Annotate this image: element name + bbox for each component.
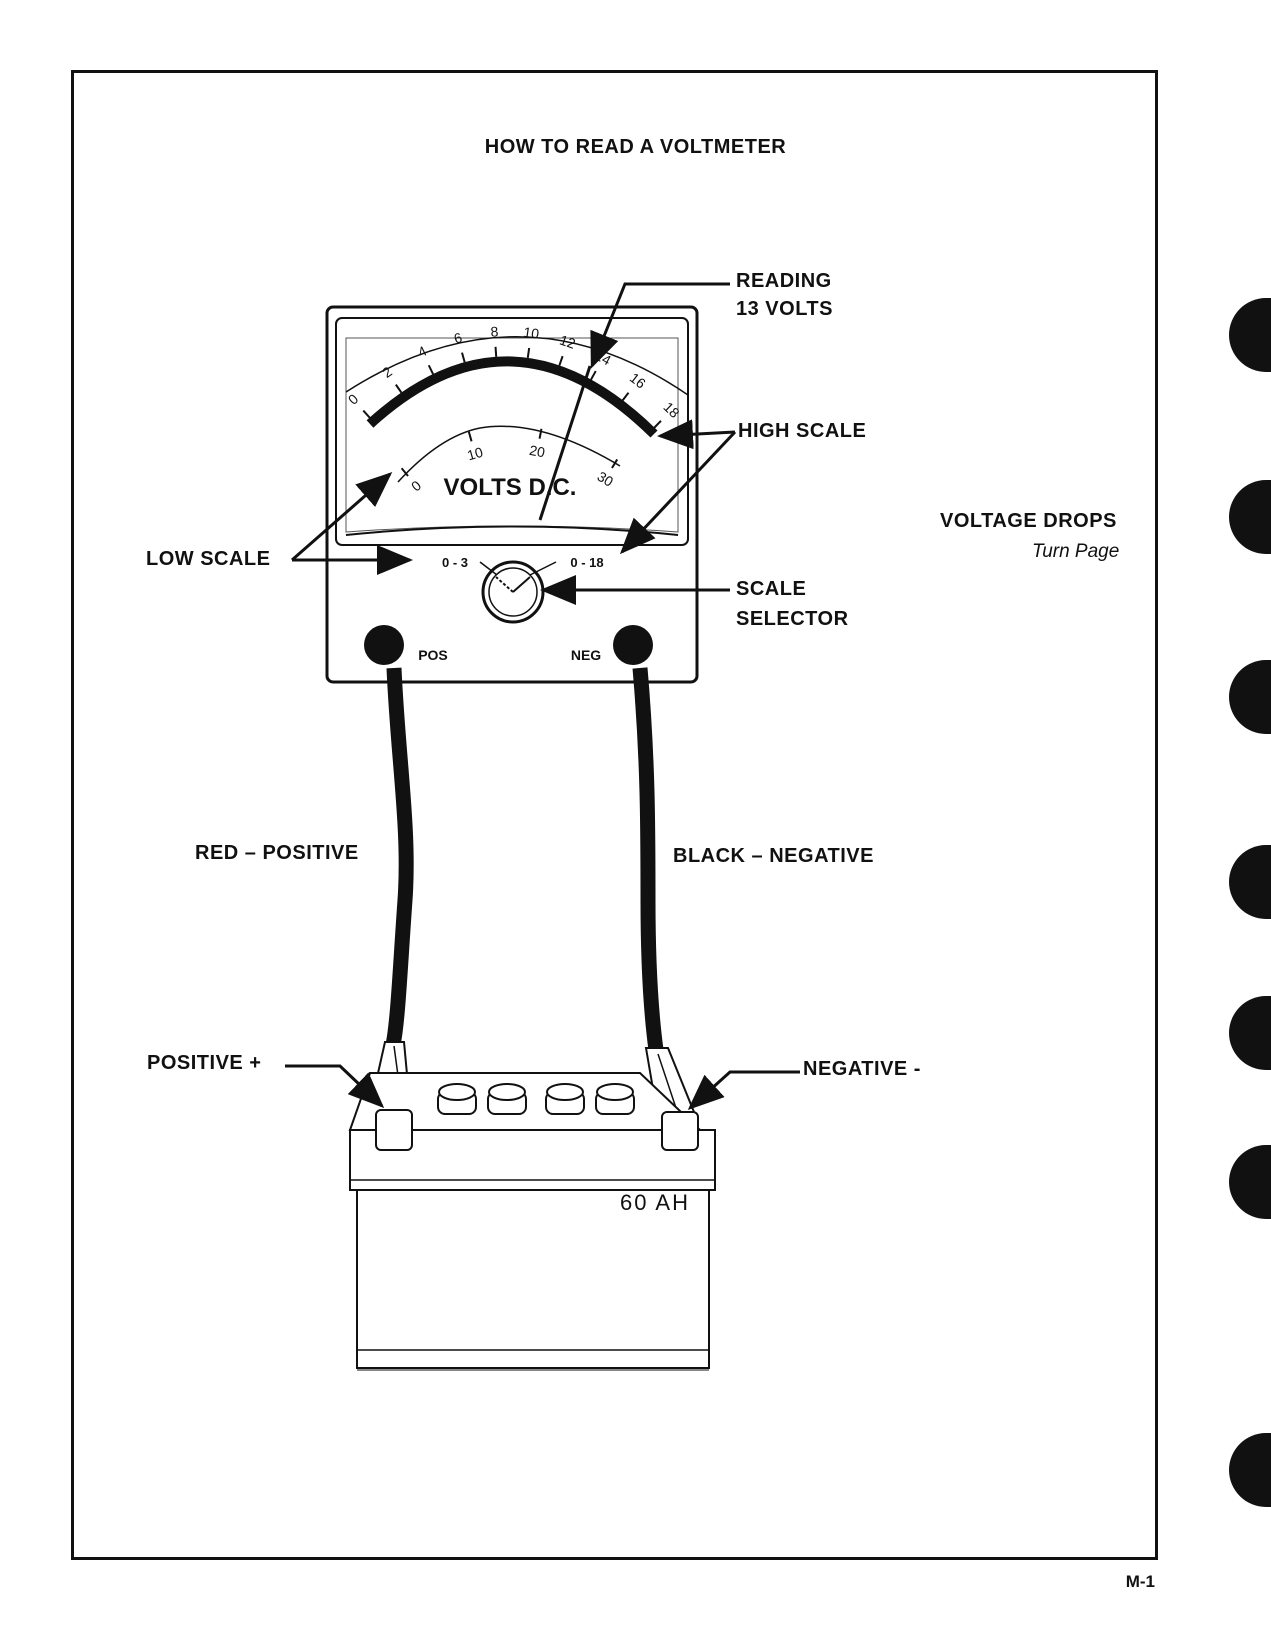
cell-cap-3 (545, 1083, 585, 1115)
high-scale-label-10: 10 (522, 324, 540, 342)
red-lead-cable (385, 667, 414, 1047)
pos-terminal[interactable] (364, 625, 404, 665)
high-scale-tick-0 (362, 409, 371, 419)
low-scale-tick-20 (538, 428, 543, 439)
cell-cap-2 (487, 1083, 527, 1115)
red-lead-label: RED – POSITIVE (195, 842, 359, 864)
low-scale-label-20: 20 (528, 442, 546, 461)
page-frame (71, 70, 1158, 1560)
battery-rating: 60 AH (620, 1190, 690, 1215)
high-scale-tick-16 (621, 392, 630, 402)
high-scale-arc (366, 356, 658, 438)
high-scale-label-8: 8 (490, 323, 499, 340)
scale-selector-label-line1: SCALE (736, 578, 807, 600)
reading-label-line2: 13 VOLTS (736, 298, 833, 320)
meter-needle (538, 365, 592, 521)
high-scale-tick-4 (427, 364, 435, 375)
low-scale-label-30: 30 (595, 468, 617, 490)
high-scale-tick-6 (461, 352, 466, 363)
low-scale-tick-30 (611, 458, 619, 469)
high-scale-label-12: 12 (558, 332, 578, 352)
low-scale-tick-0 (400, 467, 409, 477)
pos-label: POS (418, 647, 448, 663)
high-scale-label: HIGH SCALE (738, 420, 867, 442)
callout-arrows (285, 282, 800, 1111)
selector-high-label: 0 - 18 (570, 555, 603, 570)
low-scale-label-10: 10 (465, 444, 485, 464)
page-title: HOW TO READ A VOLTMETER (484, 136, 787, 158)
positive-terminal-label: POSITIVE + (147, 1052, 262, 1074)
low-scale-arc (397, 425, 621, 483)
low-scale-tick-10 (467, 431, 473, 442)
cell-cap-1 (437, 1083, 477, 1115)
high-scale-tick-14 (590, 370, 597, 381)
meter-face-label: VOLTS D.C. (444, 474, 577, 501)
high-scale-label-6: 6 (452, 329, 464, 347)
high-scale-tick-2 (395, 384, 403, 394)
high-scale-tick-8 (494, 346, 498, 357)
page-number: M-1 (1125, 1572, 1155, 1591)
scale-selector-label-line2: SELECTOR (736, 608, 849, 630)
side-note-sub: Turn Page (1032, 541, 1120, 562)
neg-terminal[interactable] (613, 625, 653, 665)
black-lead-cable (632, 667, 664, 1051)
high-scale-tick-10 (526, 347, 531, 359)
battery (348, 1072, 716, 1371)
neg-label: NEG (571, 647, 601, 663)
selector-low-label: 0 - 3 (442, 555, 468, 570)
cell-cap-4 (595, 1083, 635, 1115)
reading-label-line1: READING (736, 270, 832, 292)
low-scale-label: LOW SCALE (146, 548, 271, 570)
high-scale-tick-12 (558, 355, 564, 366)
negative-terminal-label: NEGATIVE - (803, 1058, 921, 1080)
black-lead-label: BLACK – NEGATIVE (673, 845, 874, 867)
scale-selector-knob[interactable] (481, 560, 545, 624)
side-note-heading: VOLTAGE DROPS (940, 510, 1117, 532)
